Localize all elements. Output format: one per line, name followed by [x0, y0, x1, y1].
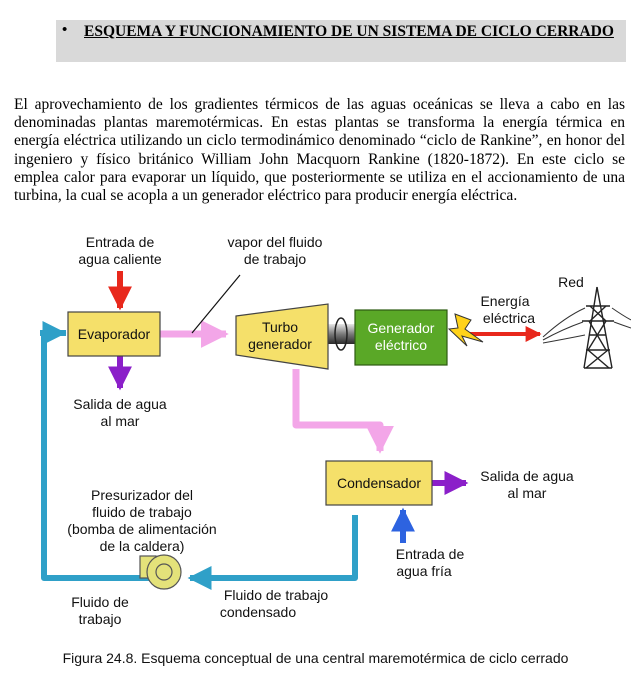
turbo-label-1: Turbo: [262, 319, 298, 335]
generator-label-2: eléctrico: [375, 337, 427, 353]
vapor-label-2: de trabajo: [244, 251, 306, 267]
heading-bar: [56, 20, 626, 62]
condensed-label-2: condensado: [220, 604, 297, 620]
pump-label-2: fluido de trabajo: [92, 504, 192, 520]
evap-outlet-label-1: Salida de agua: [73, 396, 167, 412]
cold-inlet-label-1: Entrada de: [396, 546, 465, 562]
turbo-exhaust-pipe: [292, 369, 394, 454]
grid-label: Red: [558, 274, 584, 290]
generator-box: [354, 309, 448, 366]
pump-icon: [139, 554, 182, 590]
turbo-label-2: generador: [248, 336, 312, 352]
lightning-icon: [447, 313, 484, 347]
pump-label-1: Presurizador del: [91, 487, 193, 503]
pump-label-4: de la caldera): [100, 538, 185, 554]
cond-outlet-label-2: al mar: [508, 485, 547, 501]
rankine-cycle-diagram: Entrada de agua caliente vapor del fluid…: [0, 225, 631, 635]
evaporator-label: Evaporador: [78, 326, 151, 342]
fluid-label-1: Fluido de: [71, 594, 129, 610]
power-lines: [542, 307, 631, 344]
vapor-leader-line: [191, 274, 241, 334]
generator-label-1: Generador: [368, 320, 435, 336]
section-heading: ESQUEMA Y FUNCIONAMIENTO DE UN SISTEMA D…: [84, 23, 614, 40]
cold-inlet-label-2: agua fría: [396, 563, 451, 579]
figure-caption: Figura 24.8. Esquema conceptual de una c…: [62, 650, 569, 666]
power-tower-icon: [582, 286, 614, 369]
condenser-box: [325, 460, 433, 506]
turbo-generator-shape: [235, 303, 329, 370]
warm-inlet-label-1: Entrada de: [86, 234, 155, 250]
energy-label-1: Energía: [480, 293, 529, 309]
pump-label-3: (bomba de alimentación: [67, 521, 216, 537]
condensed-label-1: Fluido de trabajo: [224, 587, 329, 603]
fluid-label-2: trabajo: [79, 611, 122, 627]
evaporator-box: [67, 311, 161, 357]
heading-bullet: •: [62, 22, 68, 38]
working-fluid-loop-pipe: [195, 515, 358, 581]
cond-outlet-label-1: Salida de agua: [480, 468, 574, 484]
vapor-label-1: vapor del fluido: [228, 234, 323, 250]
energy-label-2: eléctrica: [483, 310, 535, 326]
body-paragraph: El aprovechamiento de los gradientes tér…: [14, 96, 625, 205]
evap-outlet-label-2: al mar: [101, 413, 140, 429]
condenser-label: Condensador: [337, 475, 421, 491]
shaft-rotation-icon: [334, 317, 348, 351]
warm-inlet-label-2: agua caliente: [78, 251, 162, 267]
shaft: [320, 324, 360, 344]
